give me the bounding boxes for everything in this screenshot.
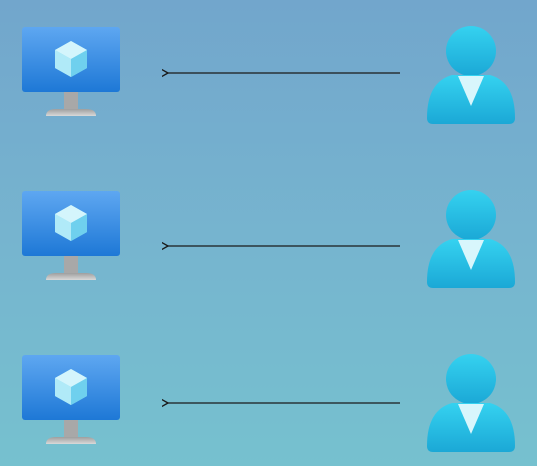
virtual-machine-icon [22,191,120,280]
user-icon [427,190,515,288]
user-icon [427,26,515,124]
access-arrow [162,66,400,80]
access-arrow [162,239,400,253]
access-arrow [162,396,400,410]
connection-row-3 [0,354,537,454]
virtual-machine-icon [22,355,120,444]
connection-row-2 [0,190,537,290]
connection-row-1 [0,26,537,126]
virtual-machine-icon [22,27,120,116]
user-icon [427,354,515,452]
